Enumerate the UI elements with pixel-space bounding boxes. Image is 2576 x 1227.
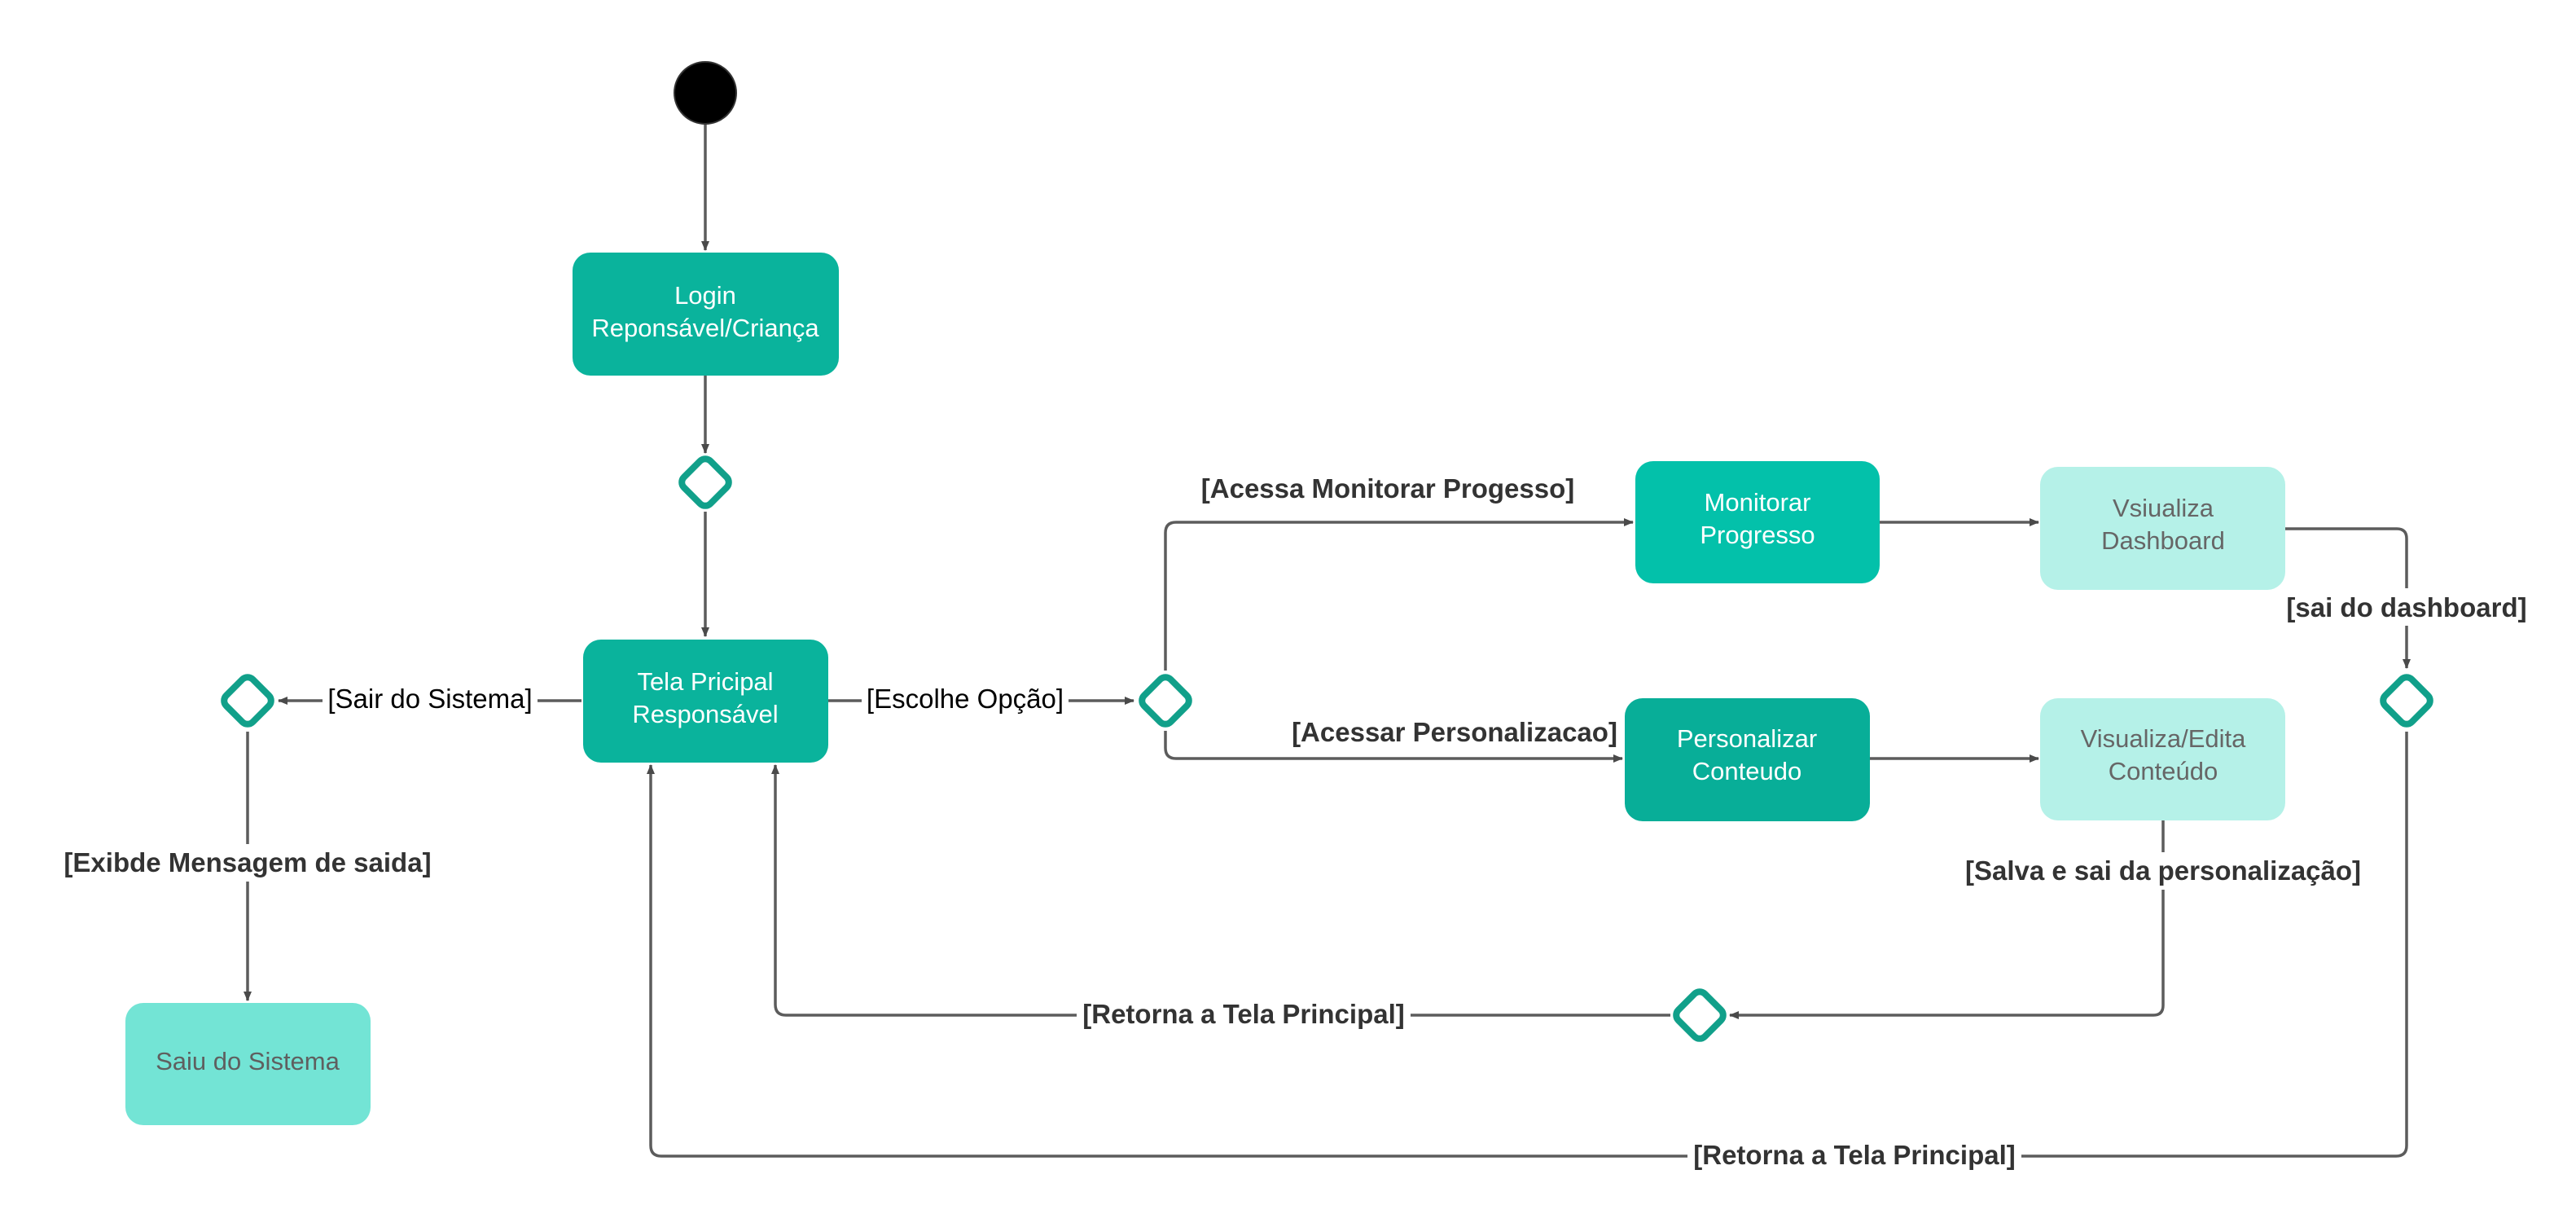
edge-return-decision-to-tela (771, 764, 1670, 1017)
node-monitorar-line2: Progresso (1700, 521, 1815, 549)
decision-options (1139, 674, 1192, 728)
node-saiu-label: Saiu do Sistema (156, 1047, 340, 1075)
label-acessa-monitorar: [Acessa Monitorar Progesso] (1201, 473, 1574, 504)
edge-options-to-monitorar (1164, 518, 1634, 671)
node-tela-principal-line1: Tela Pricipal (637, 667, 773, 696)
node-visualiza-dashboard: Vsiualiza Dashboard (2040, 467, 2285, 590)
node-dashboard-line1: Vsiualiza (2113, 494, 2214, 522)
node-tela-principal-line2: Responsável (632, 700, 778, 728)
node-login-line2: Reponsável/Criança (591, 314, 819, 342)
label-exibe-mensagem: [Exibde Mensagem de saida] (64, 847, 431, 877)
node-tela-principal: Tela Pricipal Responsável (583, 640, 828, 763)
node-personalizar-line1: Personalizar (1677, 724, 1817, 753)
label-sai-do-dashboard: [sai do dashboard] (2286, 592, 2526, 622)
decision-login (678, 455, 732, 509)
label-sair-do-sistema: [Sair do Sistema] (327, 684, 532, 714)
node-monitorar-line1: Monitorar (1705, 488, 1811, 517)
node-personalizar-line2: Conteudo (1692, 757, 1801, 785)
edge-labels: [Sair do Sistema] [Escolhe Opção] [Acess… (60, 473, 2531, 1174)
edge-dashboard-to-decision (2285, 527, 2411, 669)
node-saiu-do-sistema: Saiu do Sistema (125, 1003, 371, 1125)
node-visualiza-edita: Visualiza/Edita Conteúdo (2040, 698, 2285, 820)
node-dashboard-line2: Dashboard (2101, 526, 2225, 555)
label-retorna-tela-principal-1: [Retorna a Tela Principal] (1082, 999, 1404, 1029)
node-edita-line1: Visualiza/Edita (2081, 724, 2247, 753)
edge-edita-to-return-decision (1729, 820, 2165, 1019)
node-login: Login Reponsável/Criança (573, 253, 839, 376)
node-edita-line2: Conteúdo (2109, 757, 2218, 785)
start-node (674, 61, 737, 125)
decision-return (1673, 988, 1727, 1042)
node-login-line1: Login (674, 281, 736, 310)
edge-dashboard-decision-to-tela (647, 732, 2408, 1158)
label-escolhe-opcao: [Escolhe Opção] (867, 684, 1064, 714)
node-monitorar-progresso: Monitorar Progresso (1635, 461, 1880, 583)
decision-exit (221, 674, 274, 728)
edge-options-to-personalizar (1164, 731, 1623, 763)
label-salva-e-sai: [Salva e sai da personalização] (1965, 855, 2361, 886)
label-retorna-tela-principal-2: [Retorna a Tela Principal] (1693, 1140, 2015, 1170)
decision-dashboard (2380, 674, 2433, 728)
label-acessar-personalizacao: [Acessar Personalizacao] (1292, 717, 1617, 747)
node-personalizar-conteudo: Personalizar Conteudo (1625, 698, 1870, 821)
